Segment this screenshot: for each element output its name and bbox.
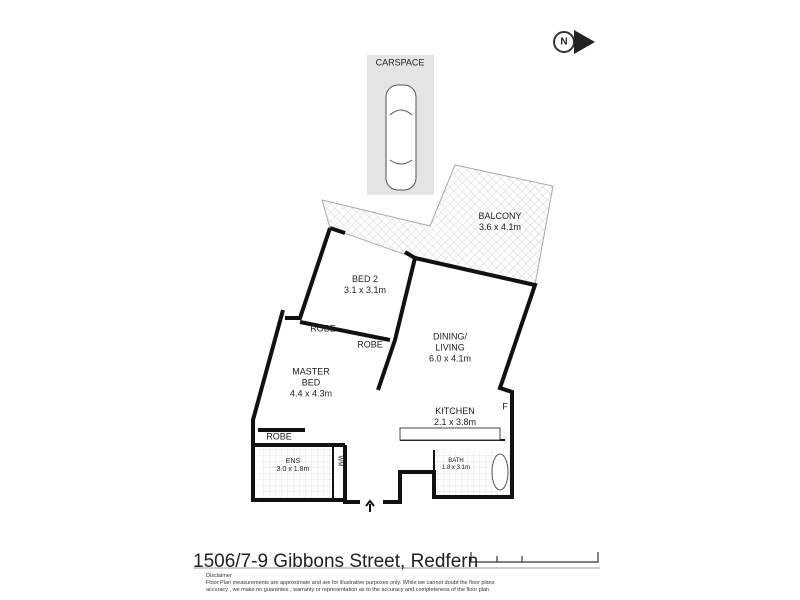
- address-title: 1506/7-9 Gibbons Street, Redfern: [193, 551, 479, 572]
- car-icon: [385, 84, 417, 191]
- disclaimer: Disclaimer Floor Plan measurements are a…: [206, 573, 495, 593]
- entry-door-arrow-icon: [365, 499, 375, 512]
- label-robe-bed2: ROBE: [310, 323, 336, 334]
- label-wm: WM: [336, 455, 343, 467]
- label-carspace: CARSPACE: [375, 57, 425, 68]
- bathroom-floor: [434, 450, 512, 495]
- label-robe-master: ROBE: [266, 431, 292, 442]
- compass-icon: [553, 30, 595, 54]
- label-fridge: F: [502, 401, 508, 412]
- scale-bar: [470, 552, 599, 563]
- ensuite-floor: [258, 445, 333, 498]
- compass-label: N: [560, 36, 568, 48]
- kitchen-bench: [399, 427, 501, 441]
- label-robe-hall: ROBE: [357, 339, 383, 350]
- bathtub-icon: [491, 453, 509, 491]
